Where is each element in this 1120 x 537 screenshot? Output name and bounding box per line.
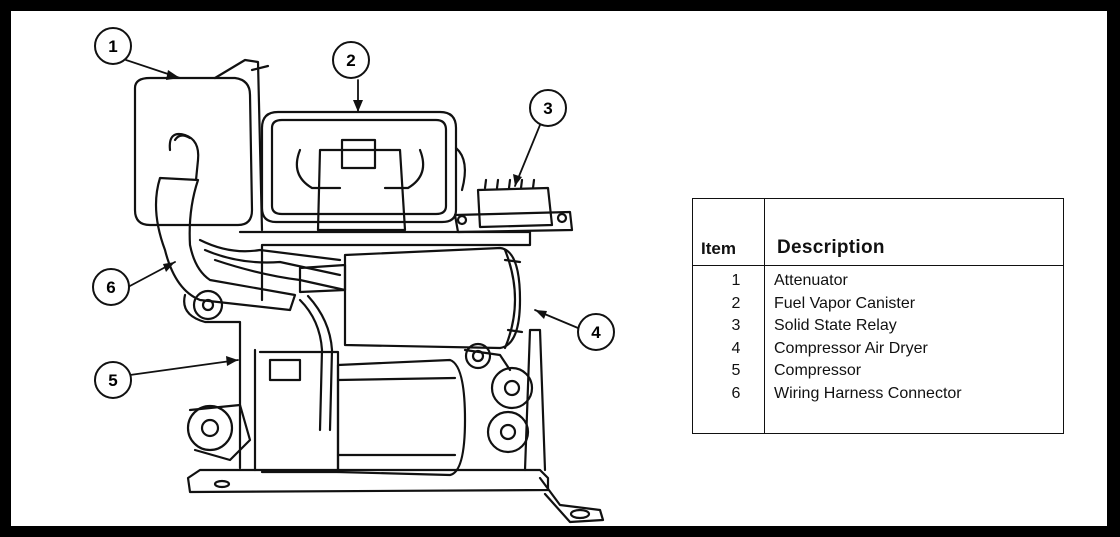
callout-2: 2: [332, 41, 370, 79]
solid-state-relay-part: [453, 178, 574, 234]
base-plate: [186, 328, 605, 524]
legend-row: 5 Compressor: [693, 361, 1063, 384]
legend-header-item: Item: [701, 239, 736, 258]
legend-header-divider: [693, 265, 1063, 267]
legend-column-divider: [764, 199, 766, 433]
legend-row-description: Compressor Air Dryer: [774, 339, 928, 357]
mounting-bracket: [183, 230, 532, 472]
legend-header-description: Description: [777, 237, 885, 258]
legend-row-item: 5: [731, 362, 741, 380]
svg-text:4: 4: [591, 323, 601, 342]
legend-row-description: Fuel Vapor Canister: [774, 294, 916, 312]
callout-4: 4: [577, 313, 615, 351]
svg-text:3: 3: [543, 99, 552, 118]
callout-3: 3: [529, 89, 567, 127]
svg-text:5: 5: [108, 371, 117, 390]
legend-rows: 1 Attenuator 2 Fuel Vapor Canister 3 Sol…: [693, 271, 1063, 407]
svg-text:2: 2: [346, 51, 355, 70]
compressor-part: [186, 342, 534, 477]
legend-row-description: Compressor: [774, 362, 862, 380]
legend-row: 1 Attenuator: [693, 271, 1063, 294]
callout-6: 6: [92, 268, 130, 306]
legend-row-item: 3: [731, 317, 741, 335]
fuel-vapor-canister-part: [260, 110, 467, 232]
legend-row-description: Attenuator: [774, 272, 848, 289]
legend-table: Item Description 1 Attenuator 2 Fuel Vap…: [692, 198, 1064, 434]
legend-row-description: Wiring Harness Connector: [774, 384, 962, 402]
svg-text:1: 1: [108, 37, 117, 56]
legend-row-description: Solid State Relay: [774, 317, 897, 335]
compressor-air-dryer-part: [298, 246, 524, 350]
legend-row-item: 2: [731, 294, 741, 312]
callout-leaders: [125, 59, 579, 376]
wiring-harness-part: [154, 176, 347, 432]
legend-row: 2 Fuel Vapor Canister: [693, 294, 1063, 317]
legend-row: 6 Wiring Harness Connector: [693, 384, 1063, 407]
legend-row-item: 1: [731, 272, 741, 289]
legend-row: 3 Solid State Relay: [693, 316, 1063, 339]
callout-5: 5: [94, 361, 132, 399]
legend-row-item: 6: [731, 384, 741, 402]
attenuator-part: [133, 58, 270, 232]
legend-row: 4 Compressor Air Dryer: [693, 339, 1063, 362]
arrowheads: [163, 70, 547, 366]
legend-row-item: 4: [731, 339, 741, 357]
callout-1: 1: [94, 27, 132, 65]
svg-text:6: 6: [106, 278, 115, 297]
